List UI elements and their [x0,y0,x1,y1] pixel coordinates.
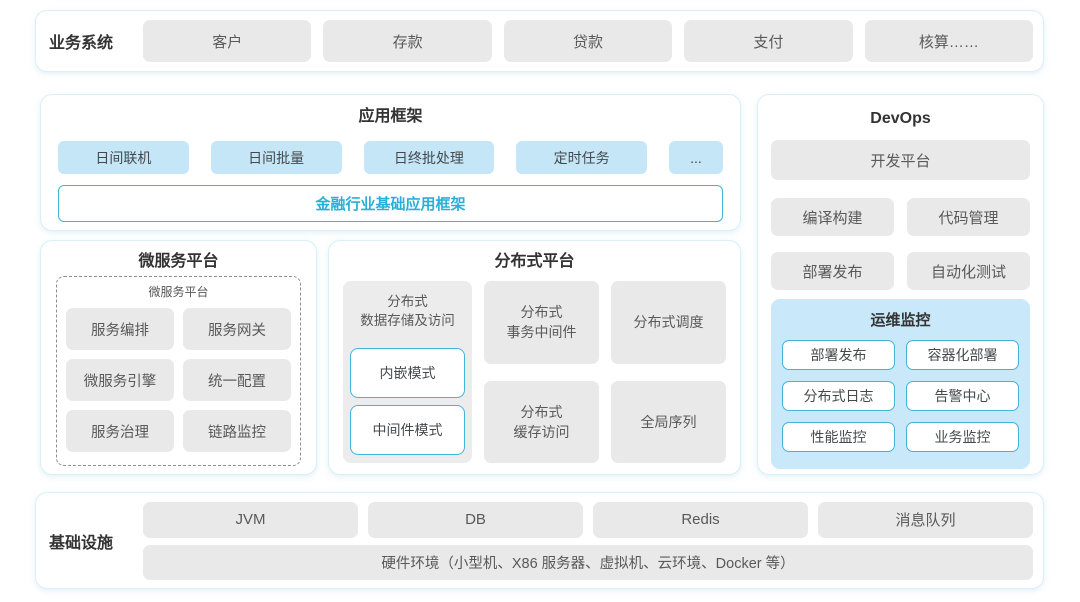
infra-redis: Redis [593,501,808,538]
micro-trace-monitoring: 链路监控 [183,410,291,452]
distributed-cache-box: 分布式 缓存访问 [484,380,599,463]
microservice-inner-title: 微服务平台 [148,285,209,299]
monitor-deploy-release: 部署发布 [782,340,895,370]
tool-code-management: 代码管理 [907,198,1030,236]
infrastructure-label: 基础设施 [49,534,114,552]
cache-line1: 分布式 [520,403,563,420]
distributed-storage-box: 分布式 数据存储及访问 内嵌模式 中间件模式 [343,281,472,463]
microservice-grid: 服务编排 服务网关 微服务引擎 统一配置 服务治理 链路监控 [66,308,291,452]
transaction-line1: 分布式 [520,304,563,321]
module-eod-batch: 日终批处理 [363,141,495,174]
micro-engine: 微服务引擎 [66,359,174,401]
ops-monitoring-title: 运维监控 [870,312,931,329]
business-item-deposit: 存款 [323,20,492,62]
base-framework-box: 金融行业基础应用框架 [58,185,723,222]
business-systems-panel: 业务系统 客户 存款 贷款 支付 核算…… [35,10,1044,72]
module-scheduled-task: 定时任务 [516,141,647,174]
storage-line2: 数据存储及访问 [360,313,455,328]
devops-panel: DevOps 开发平台 编译构建 代码管理 部署发布 自动化测试 运维监控 部署… [757,94,1044,475]
storage-modes: 内嵌模式 中间件模式 [350,348,465,455]
distributed-middle-column: 分布式 事务中间件 分布式 缓存访问 [484,281,599,463]
infra-db: DB [368,501,583,538]
distributed-storage-label: 分布式 数据存储及访问 [350,292,465,330]
business-systems-label: 业务系统 [49,35,114,52]
tool-automated-testing: 自动化测试 [907,252,1030,290]
micro-service-gateway: 服务网关 [183,308,291,350]
microservice-dashed-box: 微服务平台 服务编排 服务网关 微服务引擎 统一配置 服务治理 链路监控 [56,276,301,466]
ops-monitoring-grid: 部署发布 容器化部署 分布式日志 告警中心 性能监控 业务监控 [782,340,1019,452]
app-framework-panel: 应用框架 日间联机 日间批量 日终批处理 定时任务 ... 金融行业基础应用框架 [40,94,741,231]
infrastructure-panel: 基础设施 JVM DB Redis 消息队列 硬件环境（小型机、X86 服务器、… [35,492,1044,589]
monitor-alert-center: 告警中心 [906,381,1019,411]
module-more: ... [669,141,723,174]
transaction-line2: 事务中间件 [506,324,577,341]
business-item-accounting: 核算…… [864,20,1034,62]
microservice-title: 微服务平台 [138,253,219,270]
infrastructure-row: JVM DB Redis 消息队列 [143,501,1033,538]
infra-message-queue: 消息队列 [818,501,1033,538]
global-sequence-box: 全局序列 [611,380,726,463]
tool-compile-build: 编译构建 [771,198,894,236]
devops-tools: 编译构建 代码管理 部署发布 自动化测试 [771,198,1030,290]
dev-platform-box: 开发平台 [771,140,1030,180]
distributed-right-column: 分布式调度 全局序列 [611,281,726,463]
storage-line1: 分布式 [387,294,428,309]
devops-title: DevOps [870,110,931,127]
infra-jvm: JVM [143,501,358,538]
module-daytime-online: 日间联机 [58,141,189,174]
app-framework-title: 应用框架 [358,108,423,125]
monitor-performance: 性能监控 [782,422,895,452]
distributed-transaction-box: 分布式 事务中间件 [484,281,599,364]
monitor-container-deploy: 容器化部署 [906,340,1019,370]
monitor-distributed-log: 分布式日志 [782,381,895,411]
distributed-scheduling-box: 分布式调度 [611,281,726,364]
hardware-environment-box: 硬件环境（小型机、X86 服务器、虚拟机、云环境、Docker 等） [143,544,1033,580]
ops-monitoring-panel: 运维监控 部署发布 容器化部署 分布式日志 告警中心 性能监控 业务监控 [771,299,1030,469]
app-framework-modules: 日间联机 日间批量 日终批处理 定时任务 ... [58,141,723,174]
distributed-title: 分布式平台 [494,253,575,270]
distributed-panel: 分布式平台 分布式 数据存储及访问 内嵌模式 中间件模式 分布式 事务中间件 分… [328,240,741,475]
business-item-customer: 客户 [143,20,312,62]
mode-middleware: 中间件模式 [350,405,465,455]
infrastructure-content: JVM DB Redis 消息队列 硬件环境（小型机、X86 服务器、虚拟机、云… [143,501,1033,580]
micro-unified-config: 统一配置 [183,359,291,401]
business-item-payment: 支付 [684,20,853,62]
distributed-columns: 分布式 数据存储及访问 内嵌模式 中间件模式 分布式 事务中间件 分布式 缓存访… [343,281,726,463]
micro-service-orchestration: 服务编排 [66,308,174,350]
module-daytime-batch: 日间批量 [210,141,342,174]
cache-line2: 缓存访问 [513,423,570,440]
microservice-panel: 微服务平台 微服务平台 服务编排 服务网关 微服务引擎 统一配置 服务治理 链路… [40,240,317,475]
micro-service-governance: 服务治理 [66,410,174,452]
mode-embedded: 内嵌模式 [350,348,465,398]
monitor-business: 业务监控 [906,422,1019,452]
business-item-loan: 贷款 [503,20,673,62]
tool-deploy-release: 部署发布 [771,252,894,290]
